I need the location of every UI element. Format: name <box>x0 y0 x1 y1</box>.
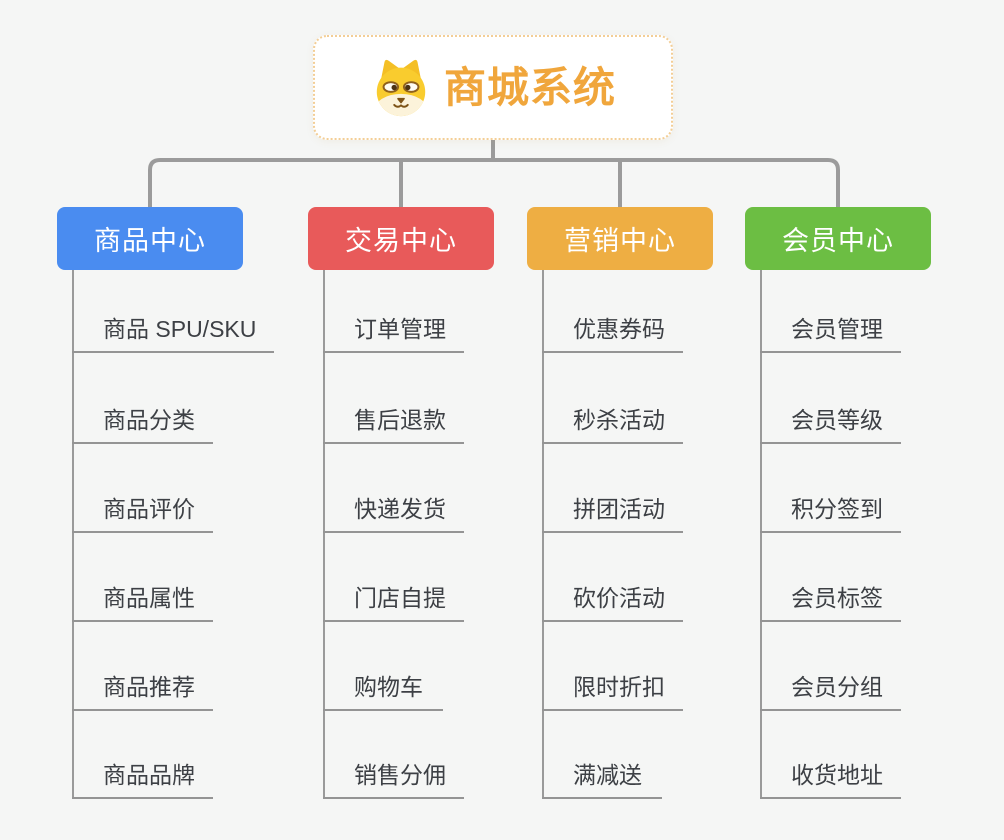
mindmap-item[interactable]: 秒杀活动 <box>542 398 683 444</box>
branch-header-member[interactable]: 会员中心 <box>745 207 931 270</box>
branch-header-product[interactable]: 商品中心 <box>57 207 243 270</box>
branch-header-trade[interactable]: 交易中心 <box>308 207 494 270</box>
branch-product-center: 商品中心 商品 SPU/SKU 商品分类 商品评价 商品属性 商品推荐 商品品牌 <box>57 207 317 807</box>
mindmap-item[interactable]: 拼团活动 <box>542 487 683 533</box>
root-node[interactable]: 商城系统 <box>313 35 673 140</box>
mindmap-item[interactable]: 快递发货 <box>323 487 464 533</box>
branch-line <box>542 270 544 799</box>
branch-marketing-center: 营销中心 优惠券码 秒杀活动 拼团活动 砍价活动 限时折扣 满减送 <box>527 207 787 807</box>
branch-line <box>72 270 74 799</box>
mindmap-item[interactable]: 销售分佣 <box>323 753 464 799</box>
mindmap-item[interactable]: 会员标签 <box>760 576 901 622</box>
mindmap-item[interactable]: 收货地址 <box>760 753 901 799</box>
mindmap-item[interactable]: 订单管理 <box>323 307 464 353</box>
mindmap-item[interactable]: 商品评价 <box>72 487 213 533</box>
mindmap-item[interactable]: 门店自提 <box>323 576 464 622</box>
branch-member-center: 会员中心 会员管理 会员等级 积分签到 会员标签 会员分组 收货地址 <box>745 207 1004 807</box>
branch-trade-center: 交易中心 订单管理 售后退款 快递发货 门店自提 购物车 销售分佣 <box>308 207 568 807</box>
mindmap-item[interactable]: 积分签到 <box>760 487 901 533</box>
mindmap-item[interactable]: 砍价活动 <box>542 576 683 622</box>
mindmap-item[interactable]: 商品品牌 <box>72 753 213 799</box>
mindmap-item[interactable]: 优惠券码 <box>542 307 683 353</box>
doge-icon <box>376 59 426 116</box>
mindmap-item[interactable]: 会员管理 <box>760 307 901 353</box>
mindmap-item[interactable]: 会员分组 <box>760 665 901 711</box>
mindmap-item[interactable]: 商品属性 <box>72 576 213 622</box>
root-title: 商城系统 <box>443 63 616 111</box>
branch-line <box>323 270 325 799</box>
branch-header-marketing[interactable]: 营销中心 <box>527 207 713 270</box>
mindmap-item[interactable]: 售后退款 <box>323 398 464 444</box>
mindmap-item[interactable]: 商品 SPU/SKU <box>72 307 275 353</box>
mindmap-item[interactable]: 购物车 <box>323 665 443 711</box>
branch-line <box>760 270 762 799</box>
mindmap-item[interactable]: 满减送 <box>542 753 662 799</box>
mindmap-item[interactable]: 限时折扣 <box>542 665 683 711</box>
mindmap-item[interactable]: 商品分类 <box>72 398 213 444</box>
mindmap-item[interactable]: 商品推荐 <box>72 665 213 711</box>
mindmap-item[interactable]: 会员等级 <box>760 398 901 444</box>
